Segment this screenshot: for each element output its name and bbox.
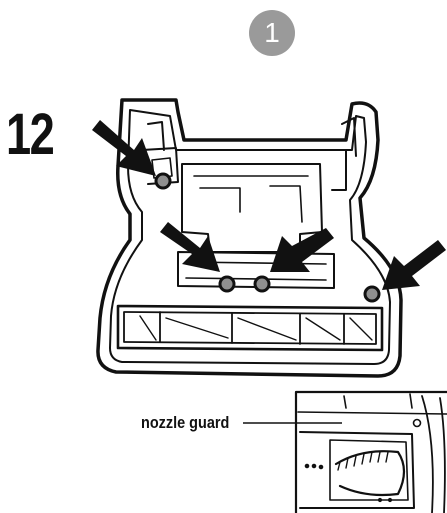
arrow-icon [92,120,156,176]
brushroll-bristles [139,315,373,341]
closeup-dot [311,463,317,469]
arrow-icon [270,228,334,272]
center-recess [193,175,309,223]
closeup-dot [387,497,393,503]
screw-count: 12 [6,102,55,167]
closeup-frame [294,390,447,513]
nozzle-body-inner [109,109,391,365]
brushroll-window-inner [123,311,377,345]
nozzle-guard-closeup [294,390,447,513]
brushroll-closeup [334,450,406,497]
screw-icon [218,275,236,293]
screw-icon [363,285,381,303]
screw-icon [154,172,172,190]
nozzle-guard-label: nozzle guard [141,413,230,432]
closeup-screw-icon [412,418,422,428]
closeup-dot [304,463,310,469]
closeup-dot [377,497,383,503]
nozzle-body-outline [96,98,403,378]
closeup-top-edge [297,393,447,415]
closeup-right-edge [421,395,446,513]
nozzle-guard-inner [329,439,409,501]
arrow-icon [382,240,446,290]
step-number-badge: 1 [249,10,295,56]
right-bracket [325,117,357,191]
brushroll-closeup-bristles [337,451,389,471]
nozzle-guard [299,431,415,509]
step-number: 1 [264,17,280,48]
closeup-dot [318,464,324,470]
arrow-icon [160,222,220,272]
screw-icon [253,275,271,293]
brushroll-dividers [159,311,345,345]
brushroll-window [116,304,384,352]
